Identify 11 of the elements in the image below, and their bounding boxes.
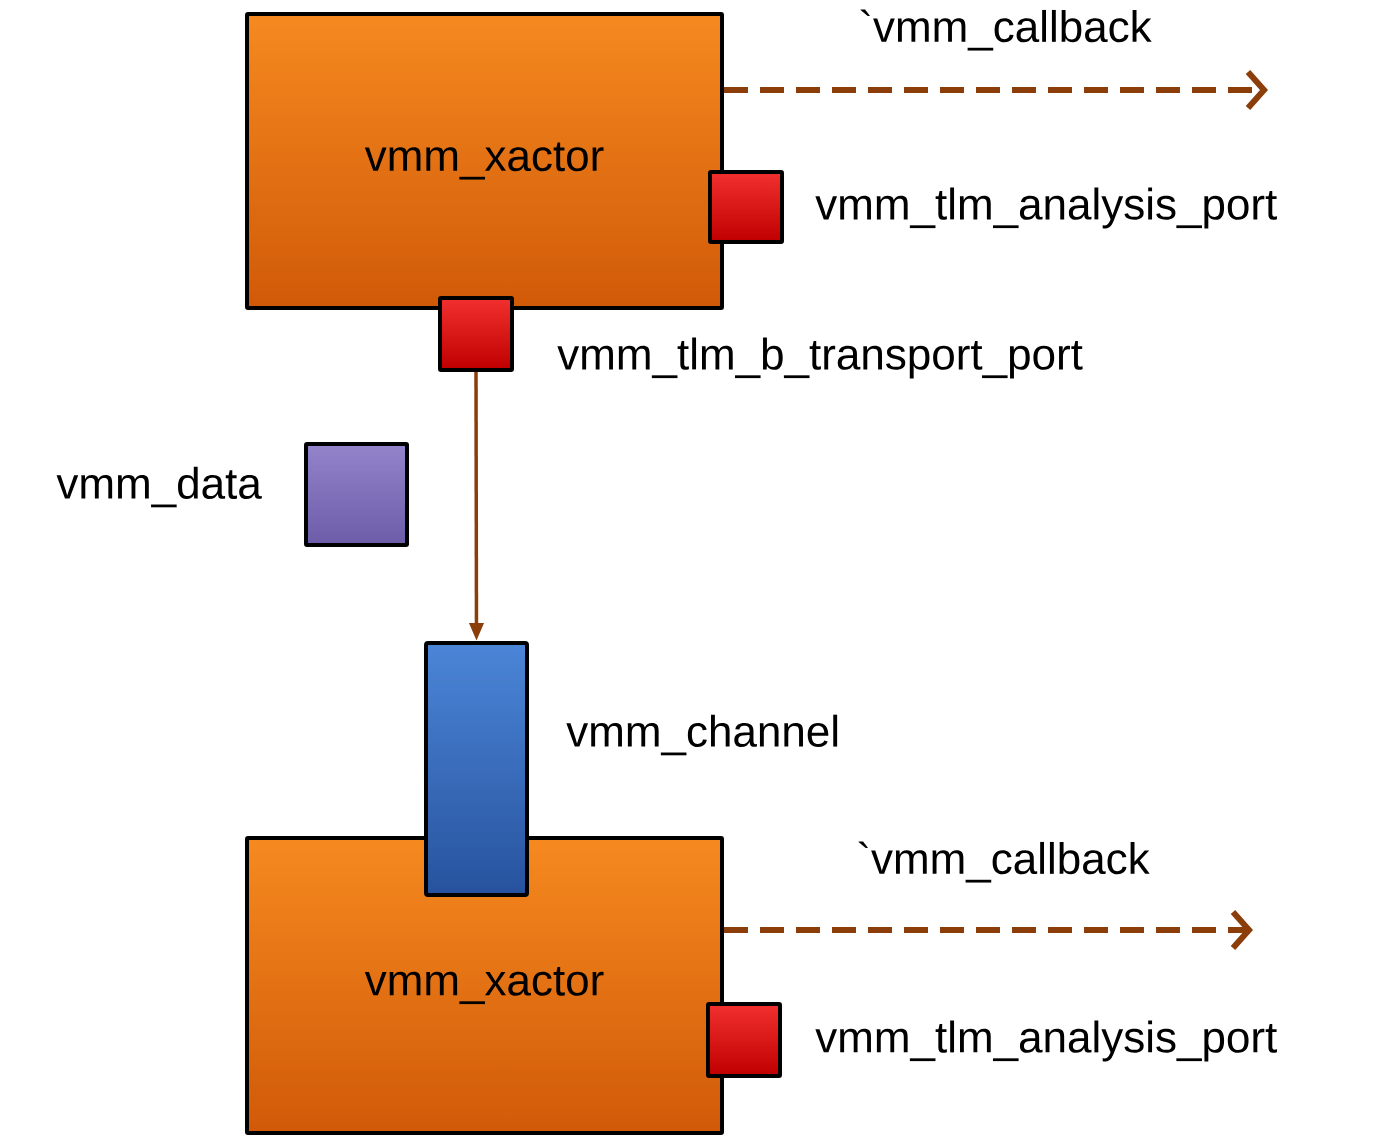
edge-label: `vmm_callback bbox=[858, 841, 1150, 883]
port-label: vmm_data bbox=[56, 466, 262, 508]
arrow bbox=[724, 910, 1253, 950]
transactor-box: vmm_xactor bbox=[245, 12, 724, 310]
arrow bbox=[724, 70, 1268, 110]
port-label: vmm_tlm_analysis_port bbox=[815, 187, 1277, 229]
edge-label: `vmm_callback bbox=[860, 9, 1152, 51]
transactor-box: vmm_xactor bbox=[245, 836, 724, 1135]
port-label: vmm_tlm_b_transport_port bbox=[557, 337, 1083, 379]
port-label: vmm_channel bbox=[566, 714, 838, 756]
port-label: vmm_tlm_analysis_port bbox=[815, 1020, 1277, 1062]
